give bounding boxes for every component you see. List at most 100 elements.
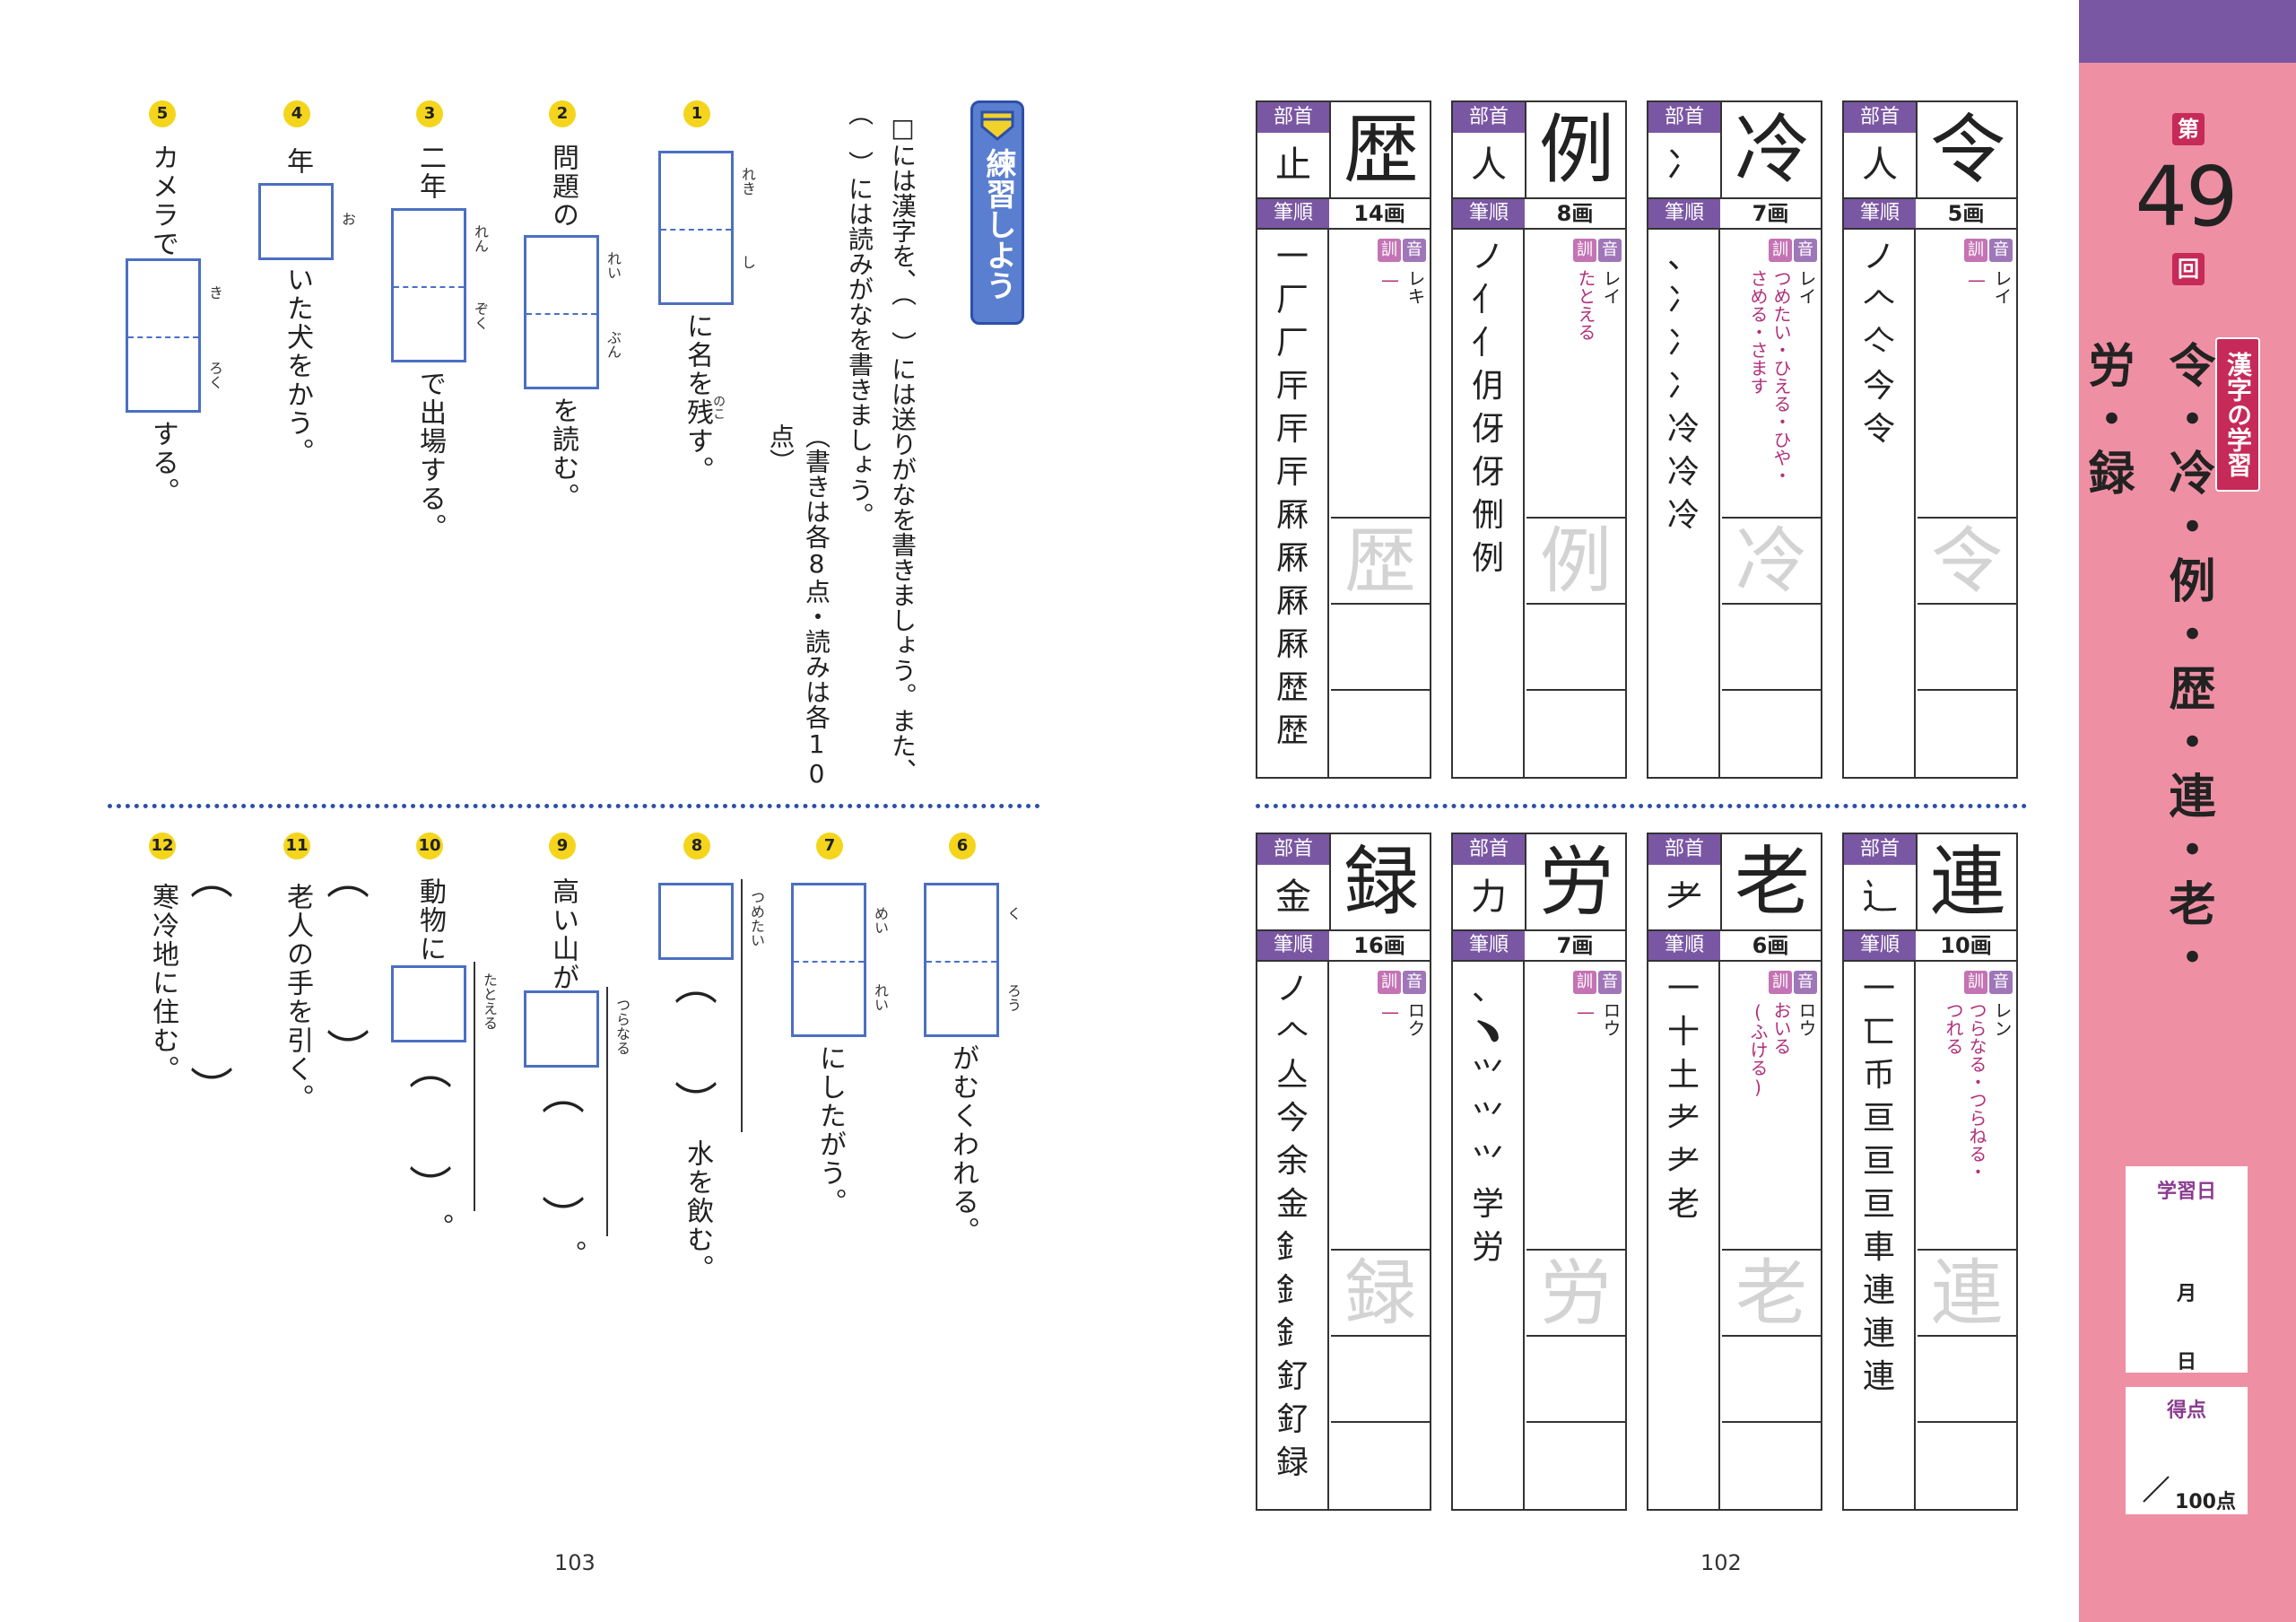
stroke-order-list: 、冫冫冫冷冷冷 — [1648, 230, 1720, 777]
bushu-label: 部首 — [1844, 102, 1916, 133]
practice-cell[interactable] — [1918, 1421, 2016, 1507]
study-month: 月 — [2176, 1283, 2196, 1305]
question-text-4: いた犬をかう。 — [282, 266, 313, 467]
on-reading-tag: 音 — [1598, 239, 1622, 262]
score-box: 得点 100点 — [2126, 1387, 2248, 1514]
stroke-step: 車 — [1862, 1229, 1895, 1266]
tracing-area: 老 — [1722, 1249, 1821, 1509]
stroke-step: ﹅ — [1471, 1014, 1504, 1051]
question-text-7: にしたがう。 — [814, 1044, 846, 1216]
answer-box-6[interactable] — [924, 883, 999, 1037]
practice-cell[interactable] — [1722, 1421, 1821, 1507]
stroke-count-row: 筆順 14画 — [1257, 197, 1430, 230]
instruction-line-2: （ ）には読みがなを書きましょう。 — [845, 100, 874, 528]
practice-cell[interactable] — [1722, 1335, 1821, 1421]
practice-cell[interactable] — [1722, 603, 1821, 689]
answer-box-2[interactable] — [524, 235, 599, 389]
answer-box-8[interactable] — [658, 883, 734, 960]
stroke-count: 6画 — [1752, 933, 1789, 958]
answer-box-9[interactable] — [524, 990, 599, 1068]
okurigana-line-10 — [474, 962, 475, 1211]
stroke-count: 14画 — [1353, 201, 1405, 226]
furigana-5a: き — [206, 285, 223, 300]
bushu-label: 部首 — [1453, 834, 1525, 865]
answer-box-1[interactable] — [658, 151, 734, 305]
on-reading: レイ — [1991, 269, 2013, 305]
question-text-10: 。 — [422, 1213, 453, 1242]
practice-cell[interactable] — [1526, 603, 1625, 689]
practice-cell[interactable] — [1331, 1421, 1430, 1507]
furigana-5b: ろく — [206, 361, 223, 389]
okurigana-paren-open-10: ︵ — [409, 1044, 453, 1094]
question-number-11: 11 — [283, 833, 310, 859]
reading-paren-open-11: ︵ — [326, 854, 370, 904]
tracing-guide: 連 — [1918, 1249, 2016, 1335]
answer-box-4[interactable] — [258, 183, 334, 260]
bushu-radical: 冫 — [1666, 144, 1702, 186]
readings-area: 訓音ロウ— — [1526, 962, 1625, 1249]
practice-cell[interactable] — [1331, 689, 1430, 775]
bushu-label: 部首 — [1453, 102, 1525, 133]
tracing-area: 連 — [1918, 1249, 2016, 1509]
stroke-step: 亘 — [1862, 1143, 1895, 1180]
answer-box-5[interactable] — [126, 258, 201, 413]
stroke-step: 耂 — [1666, 1143, 1700, 1180]
practice-cell[interactable] — [1331, 603, 1430, 689]
kun-reading-2: さめる・さます — [1747, 269, 1769, 395]
practice-cell[interactable] — [1331, 1335, 1430, 1421]
category-label: 漢字の学習 — [2215, 337, 2260, 492]
on-reading-tag: 音 — [1403, 971, 1426, 994]
answer-box-3[interactable] — [391, 208, 466, 362]
lesson-dai-label: 第 — [2172, 113, 2205, 145]
question-number-8: 8 — [683, 833, 710, 859]
bushu-radical: 金 — [1275, 876, 1311, 918]
readings-area: 訓音レイつめたい・ひえる・ひや・さめる・さます — [1722, 230, 1821, 517]
practice-cell[interactable] — [1526, 1335, 1625, 1421]
stroke-step: 冫 — [1666, 325, 1700, 362]
answer-box-10[interactable] — [391, 965, 466, 1042]
practice-cell[interactable] — [1722, 689, 1821, 775]
lesson-kai-label: 回 — [2172, 253, 2205, 285]
question-number-1: 1 — [683, 100, 710, 127]
practice-cell[interactable] — [1918, 689, 2016, 775]
kun-reading-tag: 訓 — [1378, 239, 1401, 262]
stroke-order-list: 一十土耂耂老 — [1648, 962, 1720, 1509]
question-text-8: 水を飲む。 — [682, 1139, 713, 1283]
stroke-step: 十 — [1666, 1014, 1700, 1051]
tracing-guide: 老 — [1722, 1249, 1821, 1335]
practice-cell[interactable] — [1918, 1335, 2016, 1421]
furigana-7a: めい — [872, 906, 889, 935]
readings-area: 訓音レイ— — [1918, 230, 2016, 517]
kanji-character: 連 — [1916, 834, 2018, 929]
practice-cell[interactable] — [1526, 1421, 1625, 1507]
on-reading: ロク — [1405, 1001, 1426, 1037]
bushu-radical: 人 — [1862, 144, 1898, 186]
question-number-9: 9 — [549, 833, 576, 859]
stroke-order-label: 筆順 — [1257, 199, 1329, 228]
left-page-divider — [108, 804, 1040, 808]
page-number-left: 103 — [554, 1550, 596, 1575]
readings-area: 訓音レキ— — [1331, 230, 1430, 517]
on-reading-tag: 音 — [1794, 239, 1817, 262]
exercise-header: 練習しよう — [980, 148, 1016, 301]
practice-cell[interactable] — [1526, 689, 1625, 775]
stroke-step: 冷 — [1666, 454, 1700, 491]
kanji-character: 令 — [1916, 102, 2018, 197]
question-text-9: 。 — [554, 1240, 586, 1269]
tracing-guide: 例 — [1526, 517, 1625, 603]
stroke-step: 冷 — [1666, 497, 1700, 534]
question-text-12: 寒冷地に住む。 — [147, 883, 178, 1084]
practice-cell[interactable] — [1918, 603, 2016, 689]
kun-reading: — — [1575, 1001, 1596, 1023]
stroke-step: 連 — [1862, 1358, 1895, 1395]
stroke-step: 厂 — [1275, 325, 1309, 362]
okurigana-paren-open-8: ︵ — [674, 960, 718, 1010]
bushu-radical: 辶 — [1862, 876, 1898, 918]
answer-box-7[interactable] — [791, 883, 866, 1037]
question-text-1: に名を残す。 — [682, 312, 713, 484]
stroke-order-list: ノ亻亻仴伢伢侀例 — [1453, 230, 1525, 777]
